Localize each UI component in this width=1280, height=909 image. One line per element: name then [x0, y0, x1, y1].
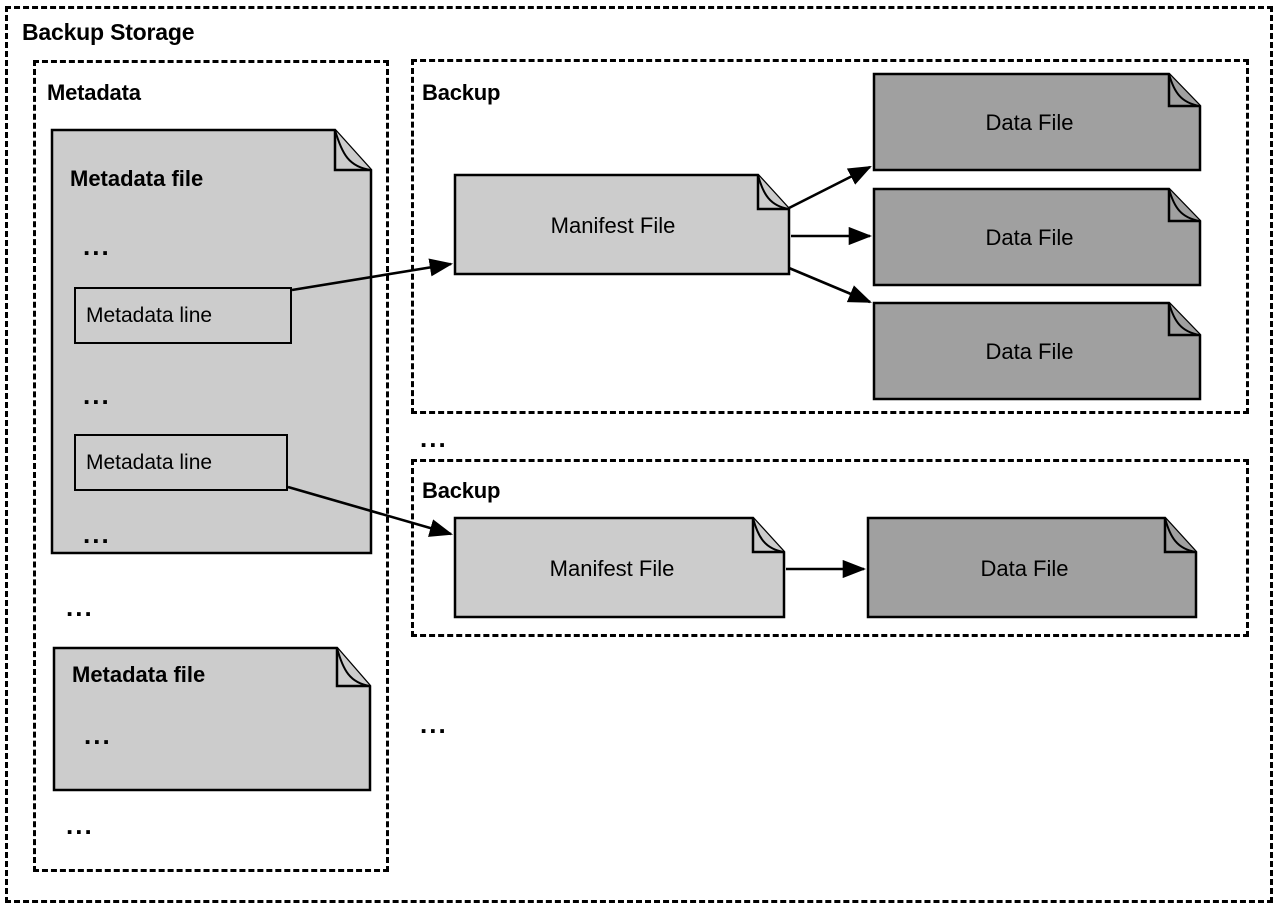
metadata-file-1-ellipsis-middle: ... — [83, 380, 111, 410]
metadata-file-2-ellipsis: ... — [84, 720, 112, 750]
backup-1-data-file-1[interactable] — [872, 72, 1202, 172]
metadata-line-2[interactable]: Metadata line — [74, 434, 288, 491]
arrow-metadata-line-2-to-manifest-2 — [287, 485, 453, 537]
metadata-file-1-ellipsis-bottom: ... — [83, 519, 111, 549]
backup-2-title: Backup — [422, 478, 501, 503]
backup-1-manifest-file[interactable] — [453, 173, 791, 276]
metadata-line-2-label: Metadata line — [86, 450, 213, 474]
backup-ellipsis-between: ... — [420, 423, 448, 453]
metadata-line-1[interactable]: Metadata line — [74, 287, 292, 344]
metadata-container — [33, 60, 389, 872]
backup-storage-title: Backup Storage — [22, 19, 195, 45]
metadata-ellipsis-between-files: ... — [66, 592, 94, 622]
arrow-manifest-1-to-data-file-3 — [788, 266, 872, 304]
backup-2-manifest-file[interactable] — [453, 516, 786, 619]
metadata-file-1-ellipsis-top: ... — [83, 231, 111, 261]
metadata-title: Metadata — [47, 80, 141, 105]
metadata-ellipsis-after-files: ... — [66, 810, 94, 840]
metadata-line-1-label: Metadata line — [86, 303, 213, 327]
backup-2-container — [411, 459, 1249, 637]
backup-ellipsis-after: ... — [420, 709, 448, 739]
backup-storage-container — [5, 6, 1273, 903]
backup-1-title: Backup — [422, 80, 501, 105]
arrow-metadata-line-1-to-manifest-1 — [291, 258, 454, 292]
backup-1-data-file-2[interactable] — [872, 187, 1202, 287]
backup-1-container — [411, 59, 1249, 414]
backup-1-data-file-3[interactable] — [872, 301, 1202, 401]
backup-2-data-file-1[interactable] — [866, 516, 1198, 619]
metadata-file-2[interactable] — [52, 646, 372, 792]
arrow-manifest-1-to-data-file-1 — [788, 165, 872, 210]
